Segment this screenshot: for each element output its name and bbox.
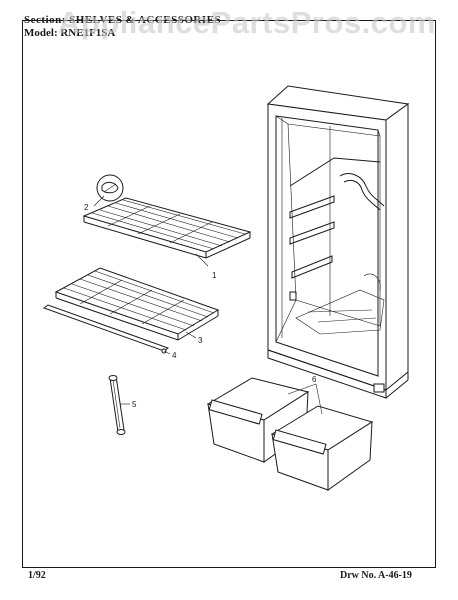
callout-4: 4 (172, 351, 177, 360)
callout-3: 3 (198, 336, 203, 345)
model-label: Model: RNE1F1SA (24, 27, 116, 39)
shelf-bracket-part (108, 375, 126, 435)
wire-shelf-upper (82, 197, 252, 259)
diagram-frame (22, 20, 436, 568)
section-title: Section: SHELVES & ACCESSORIES (24, 14, 222, 26)
leader-lines (93, 195, 323, 415)
shelf-trim-strip (42, 304, 170, 354)
drawing-number: Drw No. A-46-19 (340, 570, 412, 581)
revision-date: 1/92 (28, 570, 46, 581)
callout-5: 5 (132, 400, 137, 409)
refrigerator-cabinet (266, 85, 410, 399)
callout-1: 1 (212, 271, 217, 280)
crisper-drawer-right (270, 405, 374, 491)
callout-6: 6 (312, 375, 317, 384)
callout-2: 2 (84, 203, 89, 212)
end-cap-detail-circle (96, 174, 124, 202)
wire-shelf-lower (54, 267, 220, 341)
